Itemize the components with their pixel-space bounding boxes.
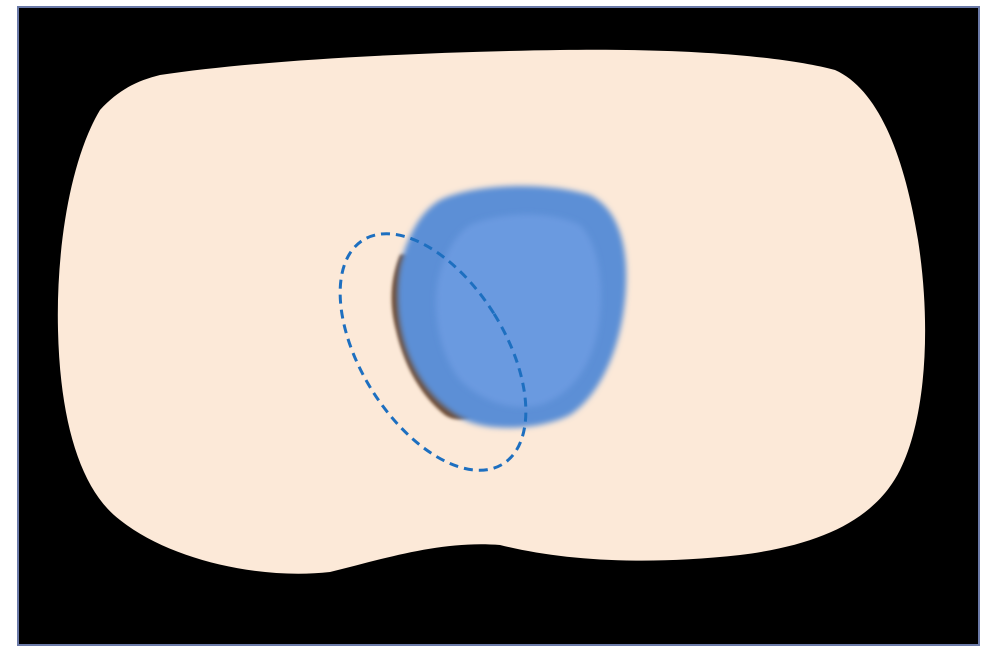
tumor-inner-region	[436, 214, 601, 407]
